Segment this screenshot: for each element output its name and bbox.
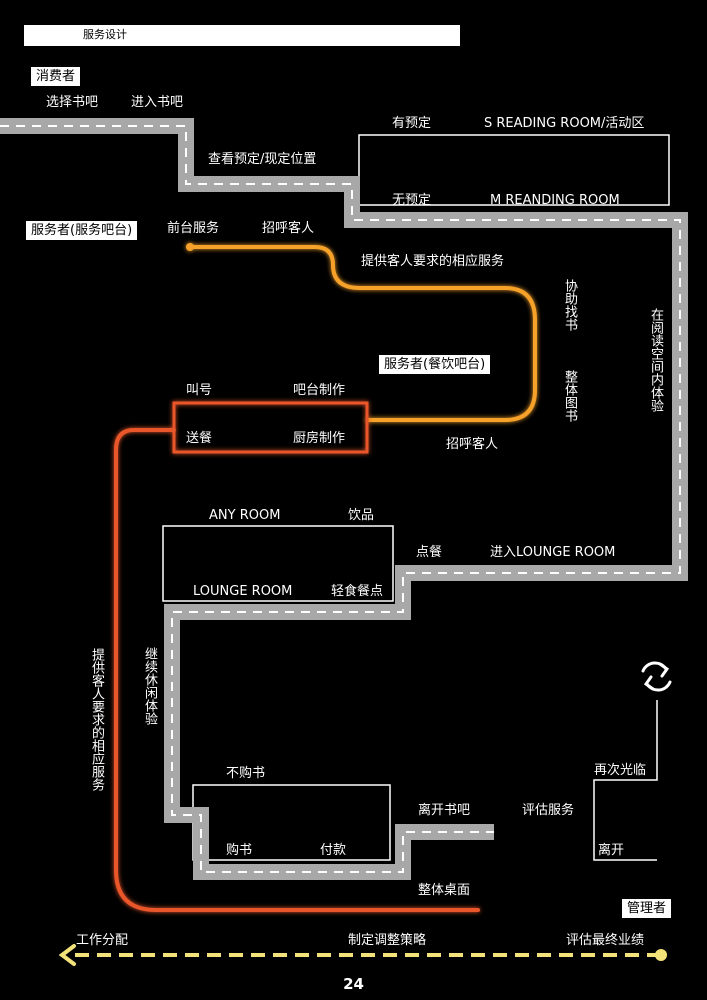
label-lounge-room: LOUNGE ROOM (193, 584, 293, 599)
label-leave-bar: 离开书吧 (418, 803, 471, 818)
label-no-purchase: 不购书 (226, 766, 266, 781)
label-m-room: M REANDING ROOM (490, 193, 620, 208)
page-number: 24 (343, 975, 364, 993)
label-kitchen-make: 厨房制作 (293, 431, 346, 446)
label-call-number: 叫号 (186, 383, 213, 398)
label-provide-service-bar: 提供客人要求的相应服务 (361, 254, 505, 269)
label-bar-make: 吧台制作 (293, 383, 346, 398)
label-buy-book: 购书 (226, 843, 253, 858)
label-front-desk: 前台服务 (167, 221, 220, 236)
label-evaluate-service: 评估服务 (522, 803, 575, 818)
role-consumer: 消费者 (31, 67, 81, 86)
manager-timeline-start-dot (655, 949, 667, 961)
label-greet-food: 招呼客人 (446, 437, 499, 452)
label-light-meal: 轻食餐点 (331, 584, 384, 599)
header-title: 服务设计 (83, 28, 127, 41)
checkout-box (192, 784, 391, 861)
service-bar-path (186, 243, 537, 422)
label-enter-bar: 进入书吧 (131, 95, 184, 110)
header-bar (24, 25, 460, 46)
label-clean-tables: 整体桌面 (418, 883, 471, 898)
label-experience-in-room: 在阅读空间内体验 (648, 308, 663, 412)
label-continue-leisure: 继续休闲体验 (142, 647, 157, 725)
label-any-room: ANY ROOM (209, 508, 281, 523)
label-choose-bar: 选择书吧 (46, 95, 99, 110)
label-greet-bar: 招呼客人 (262, 221, 315, 236)
label-drinks: 饮品 (348, 508, 375, 523)
label-leave: 离开 (598, 843, 625, 858)
role-staff-bar: 服务者(服务吧台) (26, 221, 138, 240)
reading-room-box (358, 134, 670, 206)
label-order: 点餐 (416, 545, 443, 560)
label-enter-lounge: 进入LOUNGE ROOM (490, 545, 616, 560)
label-not-booked: 无预定 (392, 193, 432, 208)
service-path-start-dot (186, 243, 194, 251)
label-return-visit: 再次光临 (594, 763, 647, 778)
label-adjust-strategy: 制定调整策略 (348, 933, 427, 948)
evaluation-bracket (593, 700, 658, 861)
lounge-room-box (162, 525, 394, 602)
label-evaluate-results: 评估最终业绩 (566, 933, 645, 948)
consumer-road (0, 118, 688, 880)
label-organize-books: 整体图书 (562, 370, 577, 422)
label-booked: 有预定 (392, 116, 432, 131)
label-deliver: 送餐 (186, 431, 213, 446)
label-assign-work: 工作分配 (76, 933, 129, 948)
label-provide-service-food: 提供客人要求的相应服务 (89, 648, 104, 791)
label-s-room: S READING ROOM/活动区 (484, 116, 645, 131)
role-manager: 管理者 (622, 899, 672, 918)
manager-timeline (58, 944, 667, 966)
kitchen-box (172, 401, 369, 454)
label-check-booking: 查看预定/现定位置 (208, 152, 317, 167)
food-bar-path (114, 401, 480, 912)
label-help-find-book: 协助找书 (562, 279, 577, 331)
label-pay: 付款 (320, 843, 347, 858)
role-staff-food: 服务者(餐饮吧台) (379, 355, 491, 374)
refresh-cycle-icon (641, 661, 672, 692)
